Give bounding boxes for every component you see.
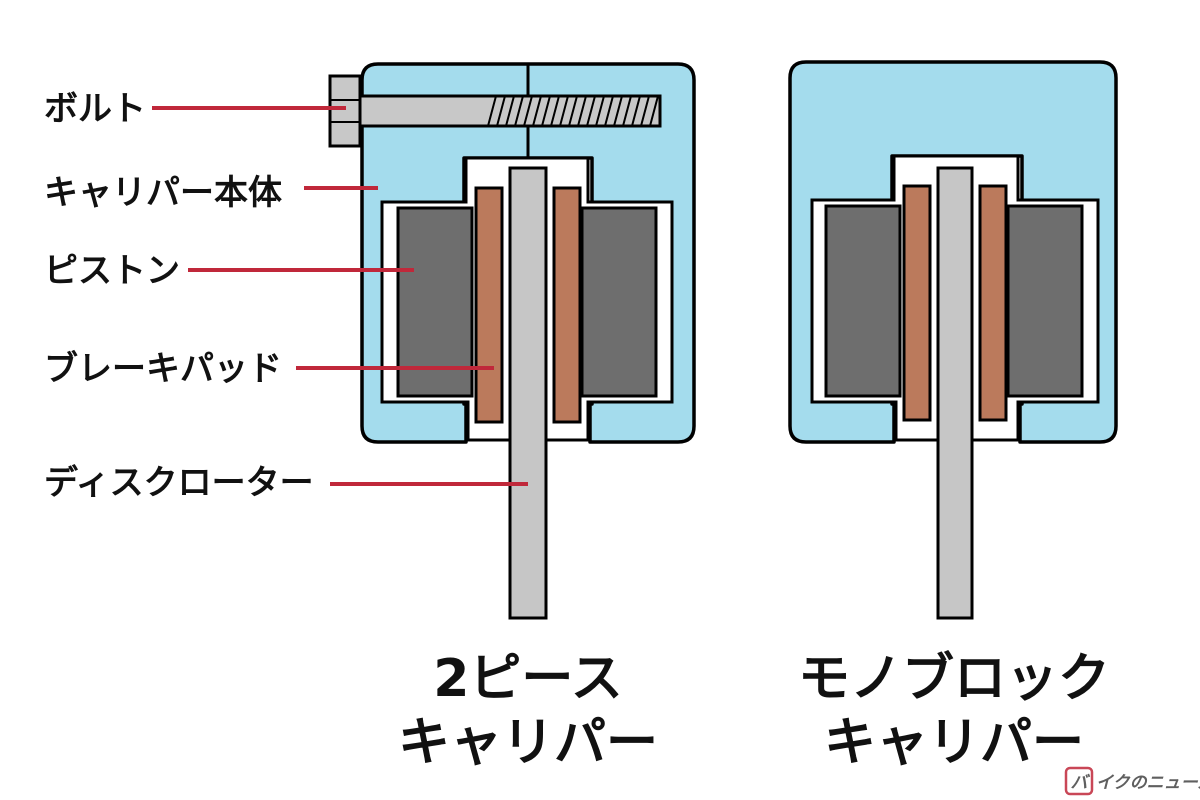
caption-two-piece-line1: 2ピース	[433, 649, 623, 709]
label-bolt: ボルト	[44, 89, 146, 129]
two-piece-brake-pad-right	[552, 186, 582, 424]
monoblock-caliper	[788, 60, 1118, 620]
two-piece-piston-left	[396, 206, 474, 398]
caption-two-piece-line2: キャリパー	[398, 713, 658, 773]
monoblock-brake-pad-left	[902, 184, 932, 422]
part-labels: ボルト キャリパー本体 ピストン ブレーキパッド ディスクローター	[44, 89, 528, 503]
label-caliper-body: キャリパー本体	[44, 173, 282, 213]
monoblock-brake-pad-right	[978, 184, 1008, 422]
two-piece-caliper	[328, 62, 696, 620]
bolt	[328, 74, 662, 148]
bolt-thread	[487, 95, 659, 127]
watermark-text: イクのニュース	[1096, 773, 1200, 793]
watermark-logo-letter: バ	[1071, 773, 1091, 793]
caption-monoblock-line1: モノブロック	[798, 649, 1110, 709]
watermark: バ イクのニュース	[1064, 766, 1200, 796]
two-piece-brake-pad-left	[474, 186, 504, 424]
watermark-logo	[1064, 766, 1094, 796]
caption-monoblock-line2: キャリパー	[824, 713, 1084, 773]
monoblock-piston-left	[824, 204, 902, 398]
label-piston: ピストン	[44, 251, 180, 291]
two-piece-piston-right	[580, 206, 658, 398]
captions: 2ピース キャリパー モノブロック キャリパー	[398, 649, 1110, 773]
label-disc-rotor: ディスクローター	[44, 463, 314, 503]
monoblock-piston-right	[1006, 204, 1084, 398]
bolt-head	[328, 74, 362, 148]
monoblock-disc-rotor	[936, 166, 974, 620]
label-brake-pad: ブレーキパッド	[44, 349, 282, 389]
two-piece-disc-rotor	[508, 166, 548, 620]
